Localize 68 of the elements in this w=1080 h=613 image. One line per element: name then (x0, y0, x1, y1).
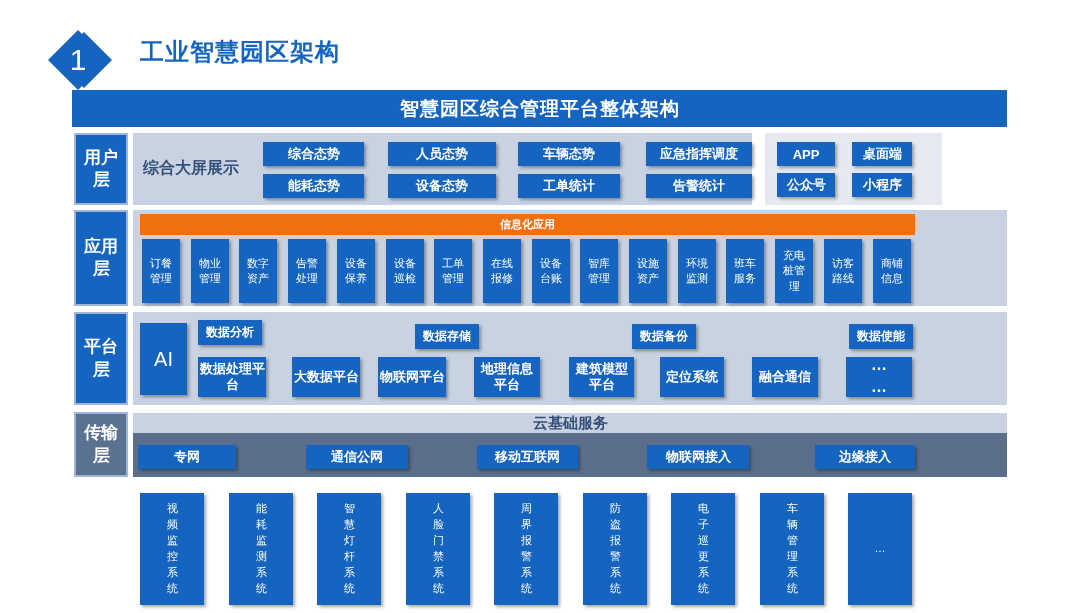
module-tile: 设备保养 (337, 239, 375, 303)
module-tile: 数字资产 (239, 239, 277, 303)
module-tile: 人员态势 (388, 142, 496, 166)
module-tile: 移动互联网 (477, 445, 578, 469)
service-band: 云基础服务 (133, 413, 1007, 433)
system-tile: … (848, 493, 912, 605)
module-tile: 设施资产 (629, 239, 667, 303)
module-tile: 告警处理 (288, 239, 326, 303)
module-tile: 物联网接入 (647, 445, 749, 469)
module-tile: 访客路线 (824, 239, 862, 303)
layer-panel (133, 210, 1007, 306)
module-tile: APP (777, 142, 835, 166)
system-tile: 人脸门禁系统 (406, 493, 470, 605)
module-tile: 商铺信息 (873, 239, 911, 303)
module-tile: 数据分析 (198, 320, 262, 345)
module-tile: 地理信息平台 (474, 357, 540, 397)
module-tile: 通信公网 (306, 445, 408, 469)
module-tile: 专网 (138, 445, 236, 469)
layer-panel (133, 312, 1007, 405)
module-tile: 设备巡检 (386, 239, 424, 303)
module-tile: … … (846, 357, 912, 397)
module-tile: 在线报修 (483, 239, 521, 303)
module-tile: 应急指挥调度 (646, 142, 752, 166)
module-tile: 工单统计 (518, 174, 620, 198)
module-tile: 智库管理 (580, 239, 618, 303)
module-tile: 数据存储 (415, 324, 479, 349)
module-tile: 公众号 (777, 173, 835, 197)
module-tile: 能耗态势 (263, 174, 364, 198)
page-title: 工业智慧园区架构 (140, 37, 340, 67)
module-tile: 大数据平台 (292, 357, 360, 397)
module-tile: 定位系统 (660, 357, 724, 397)
module-tile: 充电桩管理 (775, 239, 813, 303)
module-tile: 车辆态势 (518, 142, 620, 166)
layer-panel (133, 133, 752, 205)
section-bar: 信息化应用 (140, 214, 915, 235)
system-tile: 防盗报警系统 (583, 493, 647, 605)
module-tile: 桌面端 (852, 142, 912, 166)
system-tile: 电子巡更系统 (671, 493, 735, 605)
layer-label: 平台层 (74, 312, 128, 405)
system-tile: 周界报警系统 (494, 493, 558, 605)
module-tile: 物业管理 (191, 239, 229, 303)
module-tile: 设备台账 (532, 239, 570, 303)
layer-panel (765, 133, 942, 205)
layer-label: 用户层 (74, 133, 128, 205)
module-tile: 数据备份 (632, 324, 696, 349)
module-tile: 综合态势 (263, 142, 364, 166)
module-tile: AI (140, 323, 187, 395)
module-tile: 数据处理平台 (198, 357, 266, 397)
module-tile: 订餐管理 (142, 239, 180, 303)
system-tile: 车辆管理系统 (760, 493, 824, 605)
panel-heading: 综合大屏展示 (143, 158, 239, 178)
module-tile: 环境监测 (678, 239, 716, 303)
system-tile: 视频监控系统 (140, 493, 204, 605)
module-tile: 建筑模型平台 (569, 357, 634, 397)
layer-panel (133, 433, 1007, 477)
module-tile: 班车服务 (726, 239, 764, 303)
module-tile: 边缘接入 (815, 445, 915, 469)
module-tile: 数据使能 (849, 324, 913, 349)
module-tile: 工单管理 (434, 239, 472, 303)
module-tile: 融合通信 (752, 357, 818, 397)
module-tile: 物联网平台 (378, 357, 446, 397)
layer-label: 应用层 (74, 210, 128, 306)
module-tile: 小程序 (852, 173, 912, 197)
layer-label: 传输层 (74, 412, 128, 477)
system-tile: 智慧灯杆系统 (317, 493, 381, 605)
module-tile: 告警统计 (646, 174, 752, 198)
module-tile: 设备态势 (388, 174, 496, 198)
system-tile: 能耗监测系统 (229, 493, 293, 605)
